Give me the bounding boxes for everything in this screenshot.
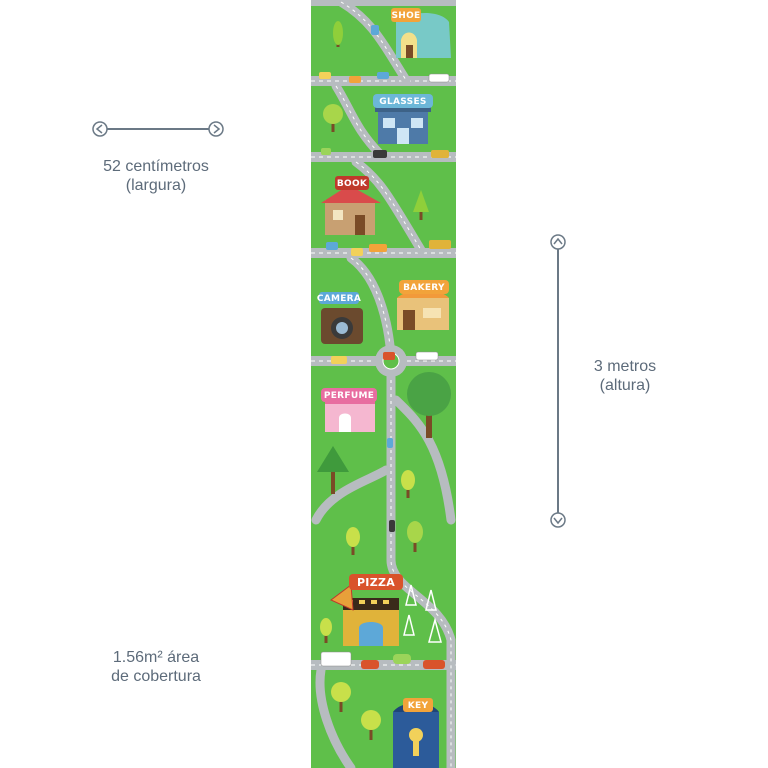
- pizza-sign: PIZZA: [357, 576, 395, 589]
- width-label: 52 centímetros (largura): [76, 157, 236, 195]
- bakery-sign: BAKERY: [403, 283, 445, 293]
- height-label-line2: (altura): [599, 377, 651, 394]
- width-arrow-icon: [92, 121, 224, 137]
- camera-sign: CAMERA: [317, 294, 361, 304]
- area-label-line2: de cobertura: [111, 668, 201, 685]
- height-arrow-icon: [550, 234, 566, 528]
- bakery-shop: BAKERY: [397, 280, 449, 330]
- book-sign: BOOK: [337, 179, 368, 189]
- height-label-line1: 3 metros: [593, 358, 657, 375]
- book-shop: BOOK: [321, 176, 381, 235]
- key-sign: KEY: [408, 701, 429, 711]
- shoe-shop: SHOE: [391, 8, 451, 58]
- vehicles: [319, 25, 451, 669]
- area-label: 1.56m² área de cobertura: [76, 648, 236, 686]
- shoe-sign: SHOE: [391, 11, 420, 21]
- height-label: 3 metros (altura): [550, 357, 700, 395]
- area-label-line1: 1.56m² área: [112, 649, 200, 666]
- pizza-shop: PIZZA: [330, 574, 403, 646]
- key-shop: KEY: [393, 698, 439, 768]
- perfume-sign: PERFUME: [324, 391, 374, 401]
- camera-shop: CAMERA: [317, 292, 363, 344]
- perfume-shop: PERFUME: [321, 388, 377, 432]
- width-label-line2: (largura): [125, 177, 187, 194]
- width-label-line1: 52 centímetros: [103, 158, 209, 175]
- glasses-shop: GLASSES: [373, 94, 433, 144]
- wallpaper-strip: SHOE GLASSES BOOK CAMERA BAKERY: [311, 0, 456, 768]
- trees: [317, 21, 451, 740]
- glasses-sign: GLASSES: [379, 97, 426, 107]
